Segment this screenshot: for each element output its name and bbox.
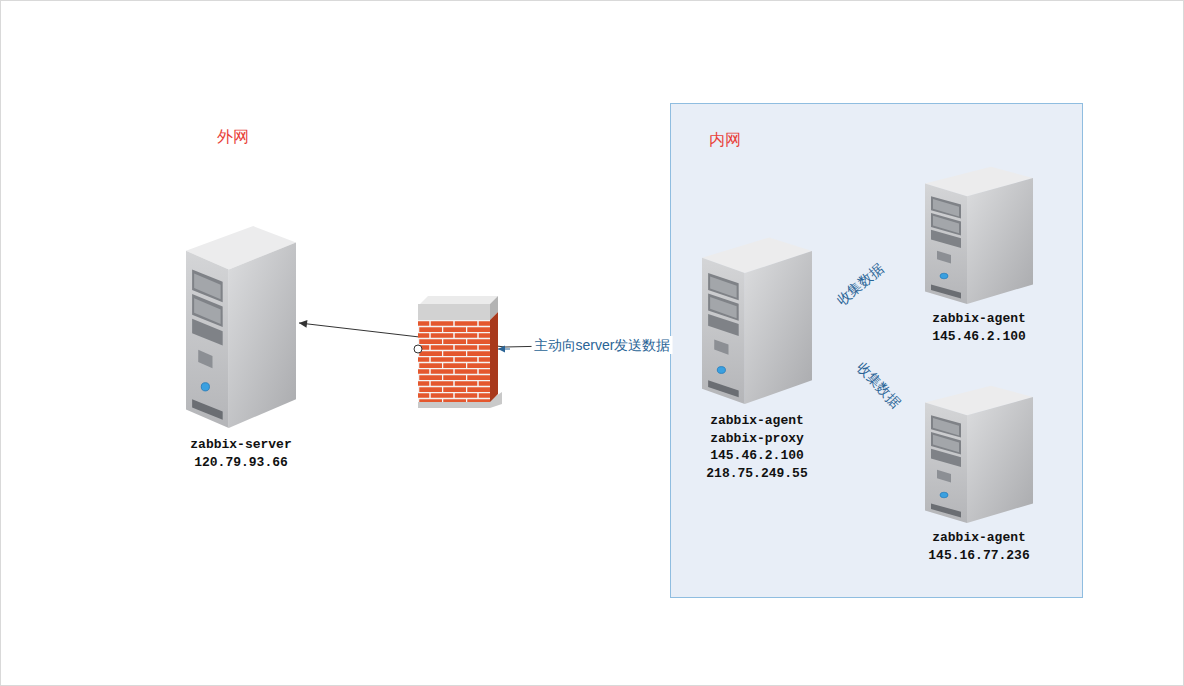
server-node: zabbix-agentzabbix-proxy145.46.2.100218.…	[699, 234, 815, 482]
server-shape	[186, 226, 296, 428]
firewall-side	[490, 312, 498, 402]
caption-block: zabbix-agent145.46.2.100	[922, 310, 1036, 345]
server-shape	[925, 386, 1033, 523]
server-icon	[186, 222, 296, 428]
firewall-icon	[410, 290, 510, 410]
zone-label: 外网	[217, 127, 249, 148]
server-shape	[702, 237, 812, 404]
server-caption: zabbix-agent	[710, 412, 804, 430]
server-node: zabbix-agent145.16.77.236	[922, 383, 1036, 564]
server-caption: 120.79.93.66	[194, 454, 288, 472]
firewall-bricks	[418, 320, 490, 402]
server-shape	[925, 167, 1033, 304]
server-caption: 145.46.2.100	[710, 447, 804, 465]
leader-arrowhead	[498, 346, 505, 353]
firewall-cap-top	[420, 296, 498, 304]
server-caption: zabbix-agent	[932, 310, 1026, 328]
firewall-cap-front	[418, 304, 490, 320]
server-icon	[702, 234, 812, 404]
server-caption: 145.46.2.100	[932, 328, 1026, 346]
server-caption: zabbix-server	[190, 436, 291, 454]
server-caption: 218.75.249.55	[706, 465, 807, 483]
server-caption: zabbix-proxy	[710, 430, 804, 448]
network-region: zabbix-agentzabbix-proxy145.46.2.100218.…	[670, 103, 1083, 598]
connector-dot	[414, 345, 422, 353]
caption-block: zabbix-agentzabbix-proxy145.46.2.100218.…	[699, 412, 815, 482]
server-icon	[925, 164, 1033, 304]
caption-block: zabbix-server120.79.93.66	[183, 436, 299, 471]
edge-label: 主动向server发送数据	[532, 336, 673, 354]
server-icon	[925, 383, 1033, 523]
server-node: zabbix-server120.79.93.66	[183, 222, 299, 471]
region-title: 内网	[709, 130, 741, 151]
server-node: zabbix-agent145.46.2.100	[922, 164, 1036, 345]
server-caption: zabbix-agent	[932, 529, 1026, 547]
server-caption: 145.16.77.236	[928, 547, 1029, 565]
caption-block: zabbix-agent145.16.77.236	[922, 529, 1036, 564]
